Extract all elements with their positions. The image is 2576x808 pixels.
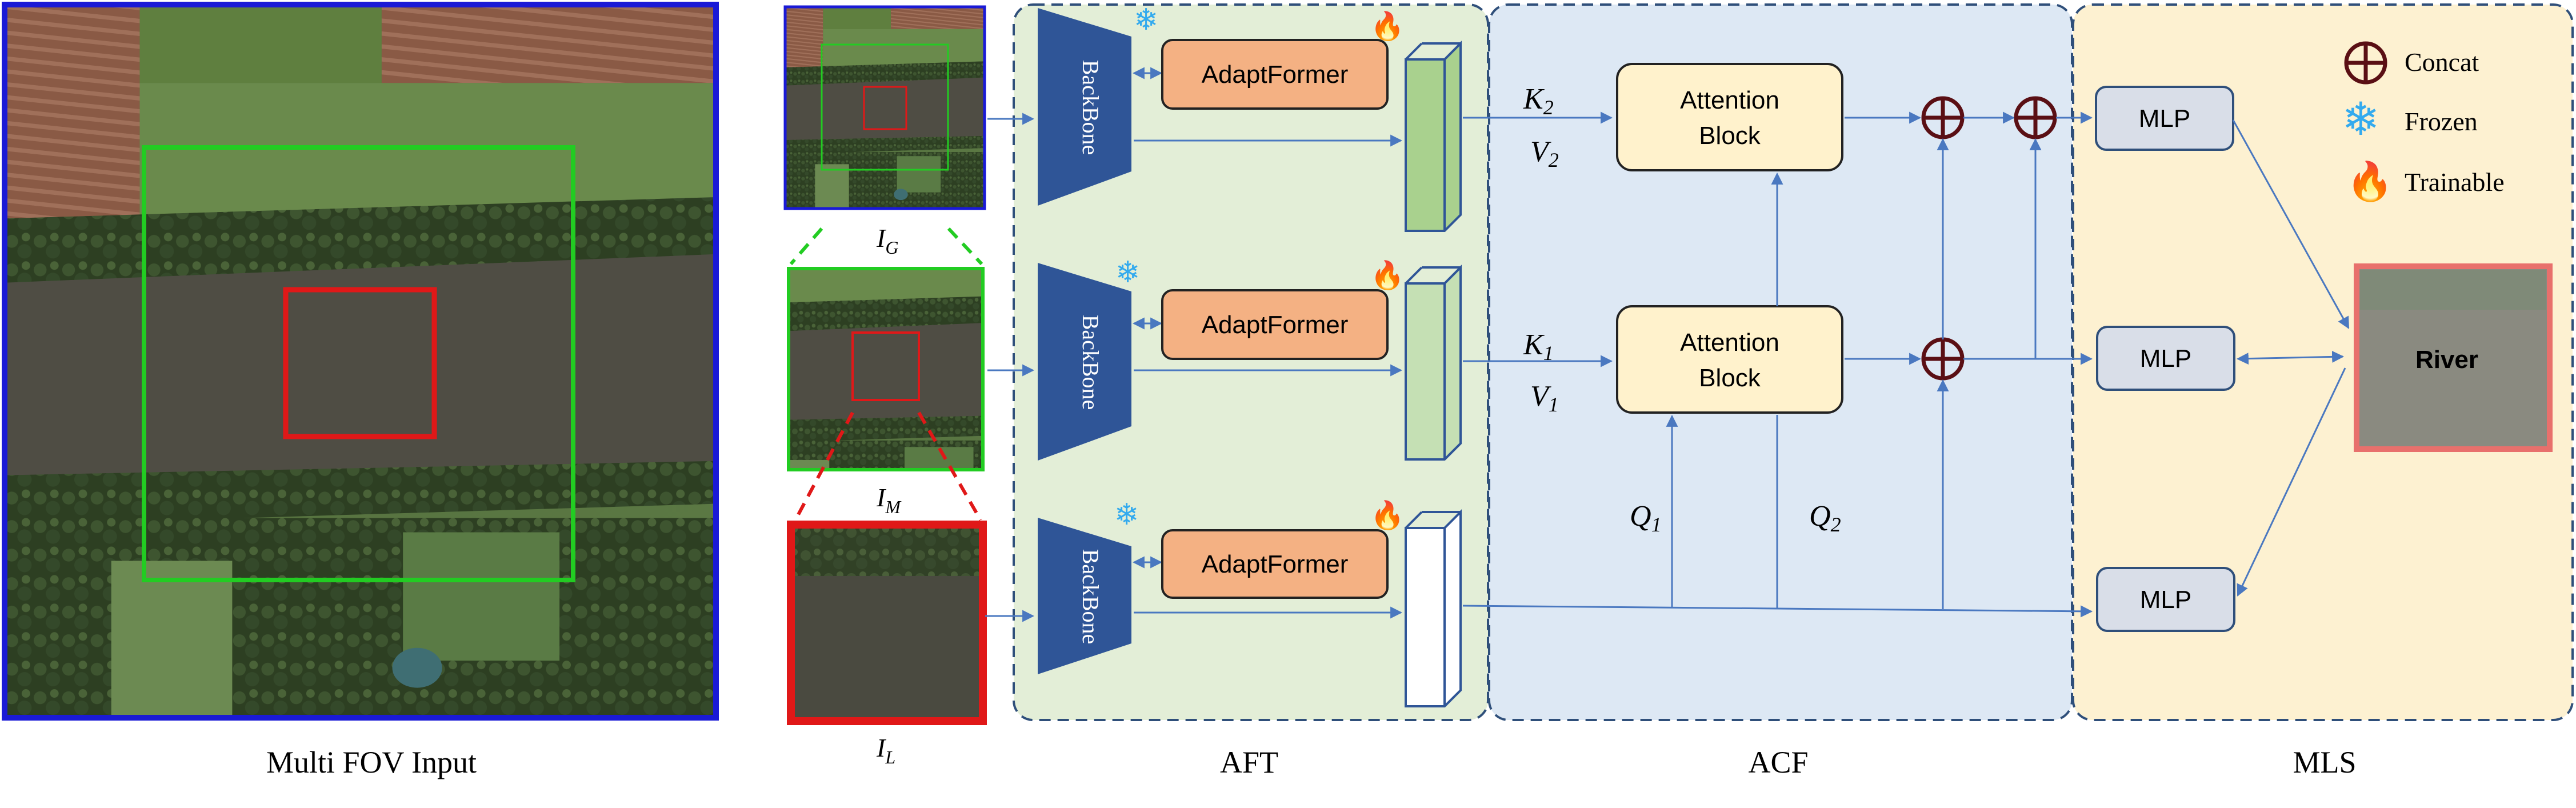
- snowflake-icon: ❄: [2342, 93, 2380, 146]
- crop-global: IG: [783, 5, 986, 258]
- adaptformer-global-label: AdaptFormer: [1202, 61, 1349, 89]
- aft-label: AFT: [1220, 745, 1278, 779]
- crop-global-label: IG: [876, 223, 898, 258]
- flame-icon: 🔥: [1370, 499, 1405, 531]
- attention-block-bottom: K1 V1 Attention Block: [1463, 305, 1843, 416]
- input-frame-global: [2, 2, 719, 721]
- aft-branch-local: BackBone ❄ AdaptFormer 🔥: [985, 498, 1462, 707]
- mlp-top: MLP: [2095, 86, 2234, 151]
- mlp-bottom-label: MLP: [2140, 586, 2191, 614]
- output-river-label: River: [2415, 346, 2478, 374]
- adaptformer-medium: [1161, 289, 1389, 360]
- input-caption: Multi FOV Input: [266, 745, 477, 779]
- crop-medium: IM: [787, 267, 985, 517]
- adaptformer-local-label: AdaptFormer: [1202, 550, 1349, 578]
- adaptformer-local: [1161, 529, 1389, 599]
- v2-label: V2: [1530, 135, 1559, 171]
- aft-branch-global: BackBone ❄ AdaptFormer 🔥: [987, 3, 1462, 232]
- crop-medium-label: IM: [876, 483, 902, 517]
- attention-block-top: K2 V2 Attention Block: [1463, 63, 1843, 171]
- flame-icon: 🔥: [1370, 10, 1405, 42]
- adaptformer-global: [1161, 39, 1389, 110]
- multi-fov-input: Multi FOV Input: [2, 2, 719, 779]
- backbone-global: [1038, 8, 1131, 206]
- input-frame-medium: [142, 145, 575, 582]
- attention-block-bottom-line1: Attention: [1680, 329, 1779, 357]
- concat-top-2: [1963, 96, 2057, 139]
- backbone-local: [1038, 518, 1131, 674]
- attention-block-top-line2: Block: [1699, 122, 1761, 150]
- mlp-middle-label: MLP: [2140, 345, 2191, 373]
- backbone-local-label: BackBone: [1078, 549, 1103, 645]
- crop-local-label: IL: [876, 733, 895, 767]
- circle-plus-icon: [2344, 41, 2387, 85]
- flame-icon: 🔥: [1370, 259, 1405, 291]
- mlp-top-label: MLP: [2139, 105, 2190, 133]
- feature-bar-local: [1405, 509, 1462, 707]
- mlp-middle: MLP: [2096, 326, 2235, 391]
- backbone-global-label: BackBone: [1078, 60, 1103, 155]
- backbone-medium: [1038, 263, 1131, 461]
- feature-bar-medium: [1405, 265, 1462, 461]
- snowflake-icon: ❄: [1134, 3, 1159, 37]
- q1-label: Q1: [1630, 500, 1662, 536]
- input-frame-local: [283, 287, 437, 439]
- legend-concat: Concat: [2405, 47, 2479, 77]
- adaptformer-medium-label: AdaptFormer: [1202, 311, 1349, 339]
- attention-block-bottom-line2: Block: [1699, 364, 1761, 392]
- k2-label: K2: [1523, 83, 1554, 119]
- mls-label: MLS: [2293, 745, 2356, 779]
- attention-block-top-line1: Attention: [1680, 86, 1779, 114]
- snowflake-icon: ❄: [1114, 498, 1139, 532]
- crop-zoom-lines-2: [794, 411, 982, 521]
- backbone-medium-label: BackBone: [1078, 315, 1103, 410]
- snowflake-icon: ❄: [1115, 255, 1141, 290]
- legend-frozen: Frozen: [2405, 107, 2478, 136]
- output-river: River: [2354, 263, 2553, 452]
- flame-icon: 🔥: [2346, 159, 2393, 203]
- feature-bar-global: [1405, 41, 1462, 232]
- legend: Concat ❄ Frozen 🔥 Trainable: [2342, 41, 2505, 203]
- concat-top-1: [1845, 96, 1965, 139]
- crop-local: IL: [787, 521, 987, 767]
- mlp-bottom: MLP: [2096, 567, 2235, 632]
- v1-label: V1: [1530, 380, 1559, 416]
- legend-trainable: Trainable: [2405, 167, 2505, 197]
- acf-label: ACF: [1748, 745, 1808, 779]
- k1-label: K1: [1523, 329, 1554, 365]
- q2-label: Q2: [1809, 500, 1841, 536]
- aft-branch-medium: BackBone ❄ AdaptFormer 🔥: [987, 255, 1462, 461]
- crop-zoom-lines-1: [789, 227, 983, 266]
